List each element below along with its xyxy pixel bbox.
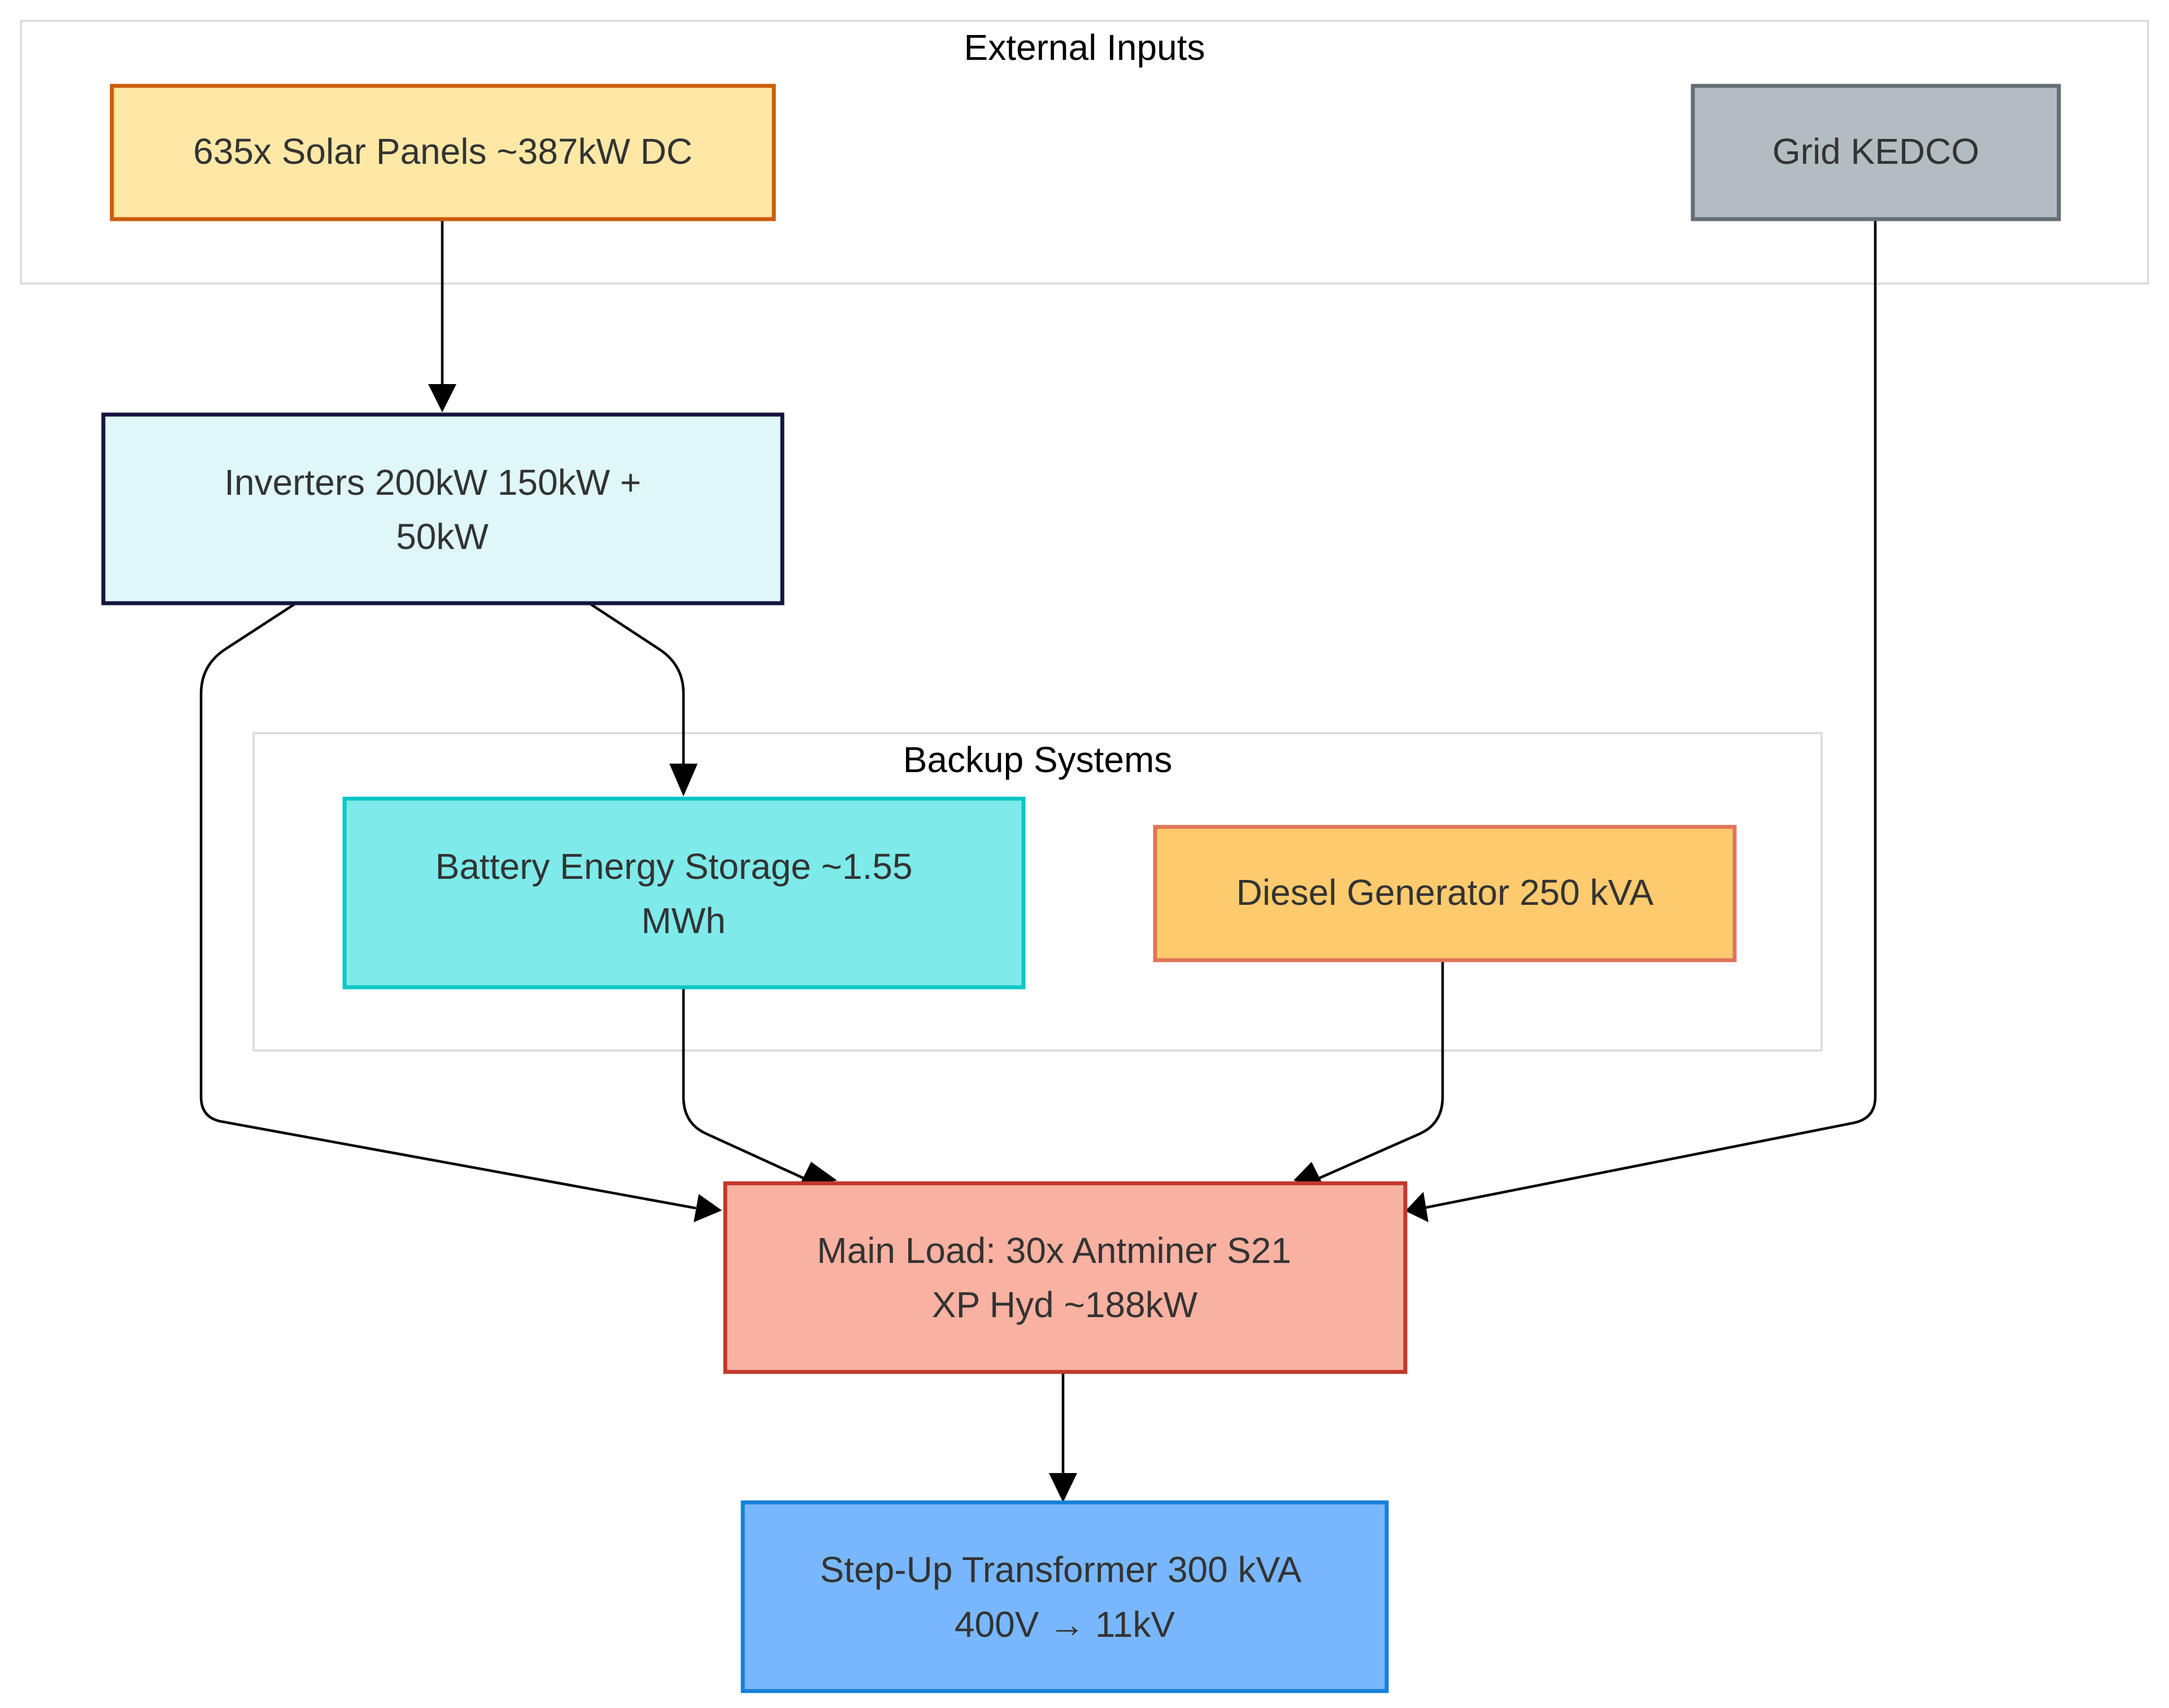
node-main-load-label: Main Load: 30x Antminer S21 XP Hyd ~188k…	[817, 1230, 1301, 1325]
arrowhead-main-load-from-inverters	[694, 1194, 722, 1222]
node-main-load: Main Load: 30x Antminer S21 XP Hyd ~188k…	[723, 1181, 1408, 1374]
node-inverters-box	[101, 412, 785, 605]
edge-inverters-to-battery	[586, 601, 685, 764]
edges	[199, 219, 1877, 1502]
cluster-backup-systems-label: Backup Systems	[903, 739, 1173, 780]
node-step-up-transformer-line-2: 400V → 11kV	[955, 1604, 1175, 1645]
node-step-up-transformer: Step-Up Transformer 300 kVA 400V → 11kV	[741, 1500, 1389, 1693]
node-diesel-generator-line-1: Diesel Generator 250 kVA	[1236, 872, 1654, 913]
node-grid-kedco: Grid KEDCO	[1691, 84, 2061, 221]
node-grid-kedco-label: Grid KEDCO	[1772, 131, 1979, 172]
edge-battery-to-main-load	[682, 985, 805, 1180]
node-inverters-line-2: 50kW	[396, 516, 489, 557]
node-solar-panels-box	[110, 84, 776, 221]
node-step-up-transformer-box	[741, 1500, 1389, 1693]
arrowhead-battery	[669, 764, 698, 796]
node-inverters-label: Inverters 200kW 150kW + 50kW	[224, 462, 651, 557]
arrowhead-transformer	[1049, 1473, 1077, 1502]
node-grid-kedco-box	[1691, 84, 2061, 221]
arrowhead-main-load-from-grid	[1405, 1192, 1428, 1222]
node-battery-storage: Battery Energy Storage ~1.55 MWh	[342, 796, 1026, 990]
node-inverters: Inverters 200kW 150kW + 50kW	[101, 412, 785, 605]
node-step-up-transformer-line-1: Step-Up Transformer 300 kVA	[820, 1549, 1302, 1590]
node-diesel-generator-label: Diesel Generator 250 kVA	[1236, 872, 1654, 913]
edge-diesel-to-main-load	[1317, 959, 1444, 1180]
node-diesel-generator-box	[1153, 825, 1737, 962]
node-battery-storage-line-1: Battery Energy Storage ~1.55	[435, 846, 913, 887]
node-inverters-line-1: Inverters 200kW 150kW +	[224, 462, 641, 503]
node-main-load-line-2: XP Hyd ~188kW	[932, 1284, 1198, 1325]
node-battery-storage-label: Battery Energy Storage ~1.55 MWh	[435, 846, 923, 941]
node-diesel-generator: Diesel Generator 250 kVA	[1153, 825, 1737, 962]
node-grid-kedco-line-1: Grid KEDCO	[1772, 131, 1979, 172]
node-solar-panels-label: 635x Solar Panels ~387kW DC	[193, 131, 692, 172]
node-main-load-box	[723, 1181, 1408, 1374]
node-step-up-transformer-label: Step-Up Transformer 300 kVA 400V → 11kV	[820, 1549, 1310, 1645]
node-battery-storage-line-2: MWh	[641, 900, 725, 941]
cluster-external-inputs-label: External Inputs	[964, 27, 1205, 68]
node-solar-panels-line-1: 635x Solar Panels ~387kW DC	[193, 131, 692, 172]
arrowhead-inverters	[428, 384, 456, 412]
edge-grid-to-main-load	[1425, 219, 1877, 1209]
edge-inverters-to-main-load	[199, 601, 696, 1210]
node-solar-panels: 635x Solar Panels ~387kW DC	[110, 84, 776, 221]
node-main-load-line-1: Main Load: 30x Antminer S21	[817, 1230, 1291, 1271]
node-battery-storage-box	[342, 796, 1026, 990]
